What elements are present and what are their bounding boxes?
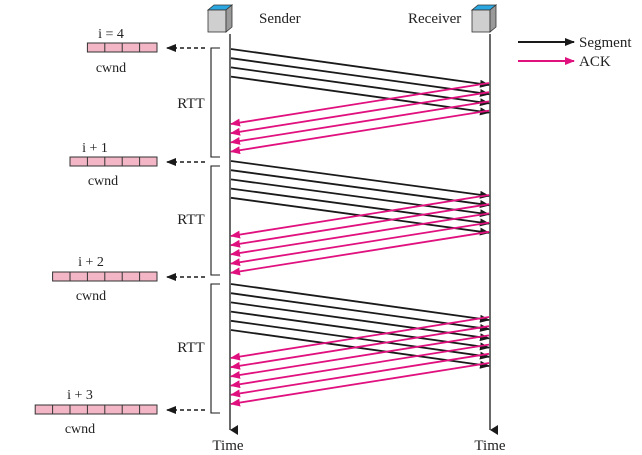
window-caption-3: cwnd bbox=[76, 289, 106, 304]
ack-arrow bbox=[230, 230, 490, 276]
segment-arrow bbox=[230, 75, 490, 116]
ack-arrow bbox=[230, 334, 490, 379]
ack-arrow bbox=[230, 203, 490, 248]
window-label-2: i + 1 bbox=[82, 141, 108, 156]
cwnd-box bbox=[69, 156, 158, 167]
receiver-label: Receiver bbox=[408, 11, 461, 27]
cwnd-box bbox=[34, 404, 158, 415]
segment-arrow bbox=[230, 48, 490, 88]
rtt-label-1: RTT bbox=[177, 96, 204, 112]
segment-arrow bbox=[230, 178, 490, 218]
ack-arrow bbox=[230, 100, 490, 145]
ack-arrow bbox=[230, 221, 490, 267]
rtt-bracket bbox=[210, 283, 220, 414]
ack-arrow bbox=[230, 362, 490, 407]
window-label-3: i + 2 bbox=[78, 255, 104, 270]
rtt-label-3: RTT bbox=[177, 340, 204, 356]
segment-arrow bbox=[230, 160, 490, 199]
ack-arrow bbox=[230, 91, 490, 136]
window-caption-1: cwnd bbox=[96, 61, 126, 76]
sender-time-label: Time bbox=[212, 438, 243, 454]
receiver-time-label: Time bbox=[474, 438, 505, 454]
window-label-4: i + 3 bbox=[67, 388, 93, 403]
ack-arrow bbox=[230, 352, 490, 398]
window-caption-2: cwnd bbox=[88, 174, 118, 189]
segment-arrow bbox=[230, 187, 490, 227]
window-caption-4: cwnd bbox=[65, 422, 95, 437]
window-label-1: i = 4 bbox=[98, 27, 124, 42]
ack-arrow bbox=[230, 212, 490, 257]
rtt-bracket bbox=[210, 165, 220, 276]
segment-arrow bbox=[230, 169, 490, 208]
ack-arrow bbox=[230, 194, 490, 239]
ack-arrow bbox=[230, 109, 490, 155]
legend-ack-label: ACK bbox=[579, 54, 611, 70]
legend-segment-label: Segment bbox=[579, 35, 632, 51]
segment-arrow bbox=[230, 283, 490, 323]
legend: Segment ACK bbox=[518, 35, 632, 70]
ack-arrow bbox=[230, 82, 490, 127]
ack-arrow bbox=[230, 343, 490, 389]
ack-arrow bbox=[230, 316, 490, 361]
sender-computer-icon bbox=[206, 4, 234, 33]
rtt-bracket bbox=[210, 47, 220, 158]
sender-label: Sender bbox=[259, 11, 301, 27]
segment-arrow bbox=[230, 57, 490, 97]
segment-arrow bbox=[230, 66, 490, 107]
rtt-label-2: RTT bbox=[177, 212, 204, 228]
ack-arrow bbox=[230, 325, 490, 370]
receiver-computer-icon bbox=[470, 4, 498, 33]
